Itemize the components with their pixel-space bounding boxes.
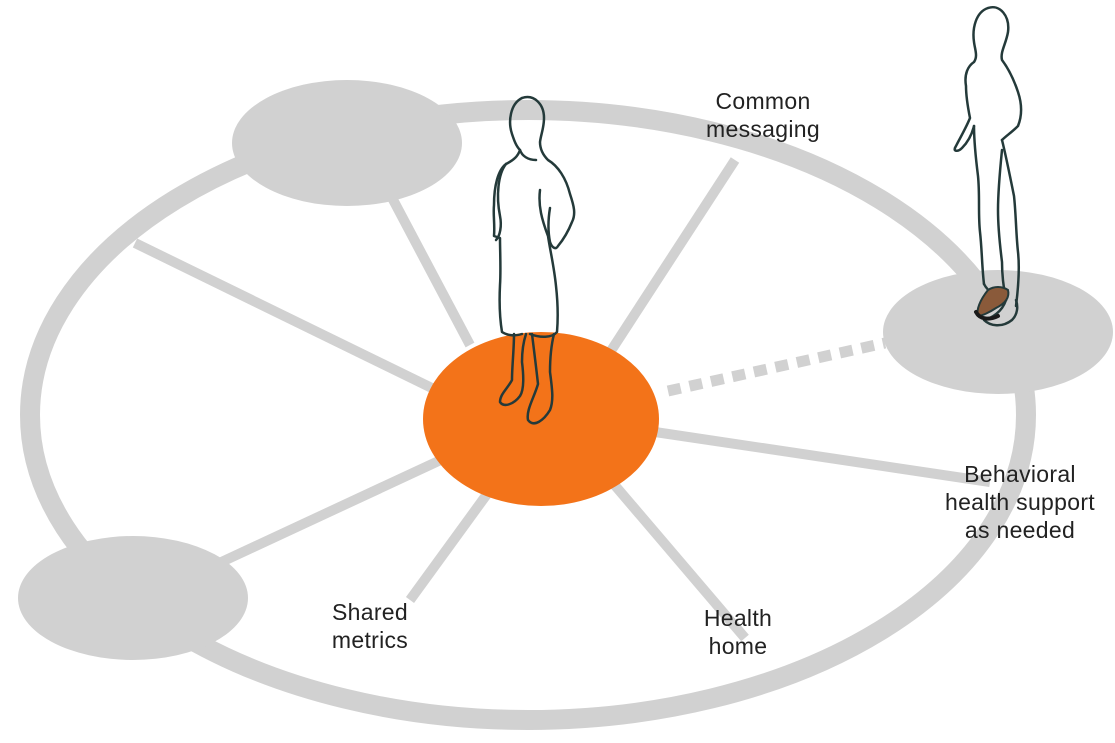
label-health-home: Health home bbox=[668, 604, 808, 660]
node-bottom-left bbox=[18, 536, 248, 660]
label-line: messaging bbox=[706, 116, 820, 142]
spoke-health-home bbox=[608, 478, 749, 642]
label-shared-metrics: Shared metrics bbox=[300, 598, 440, 654]
spoke-common-messaging bbox=[600, 157, 740, 363]
label-line: health support bbox=[945, 489, 1095, 515]
spoke-behavioral-health bbox=[654, 427, 991, 487]
node-top-left bbox=[232, 80, 462, 206]
label-line: Common bbox=[715, 88, 811, 114]
outer-ring bbox=[20, 100, 1036, 730]
label-line: home bbox=[708, 633, 768, 659]
label-line: as needed bbox=[964, 517, 1076, 543]
shoe-sole bbox=[974, 310, 1000, 321]
label-behavioral-health: Behavioral health support as needed bbox=[926, 460, 1114, 544]
spoke-bottom-left-node bbox=[212, 453, 448, 570]
shoe-icon bbox=[976, 286, 1010, 318]
label-line: Health bbox=[703, 605, 773, 631]
label-line: metrics bbox=[331, 627, 409, 653]
dashed-connector bbox=[666, 337, 887, 397]
label-line: Behavioral bbox=[964, 461, 1076, 487]
center-person-figure bbox=[492, 95, 576, 425]
label-common-messaging: Common messaging bbox=[688, 87, 838, 143]
label-line: Shared bbox=[332, 599, 408, 625]
spoke-left bbox=[132, 238, 443, 397]
spoke-shared-metrics bbox=[405, 487, 495, 603]
node-right bbox=[883, 270, 1113, 394]
